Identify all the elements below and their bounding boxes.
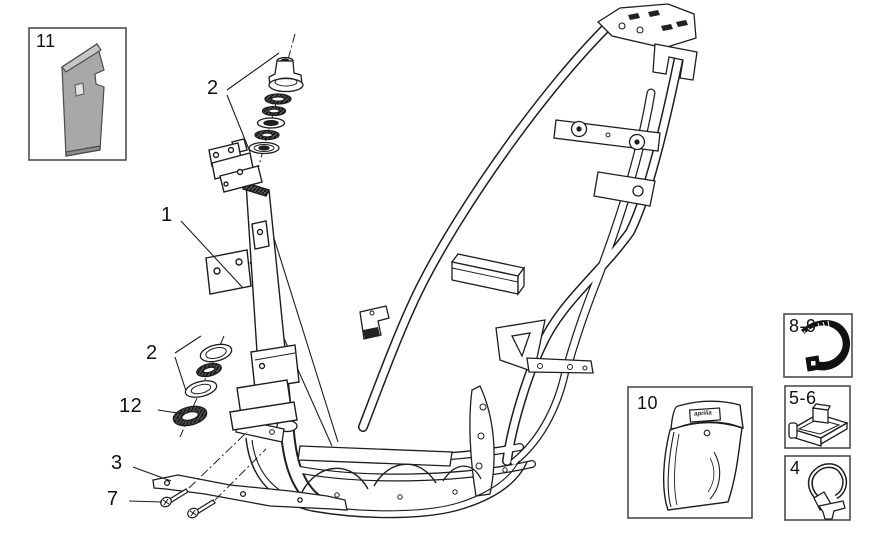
part-label-3[interactable]: 3 bbox=[111, 452, 123, 474]
floor-mat-artwork bbox=[61, 43, 105, 157]
part-label-5-6[interactable]: 5-6 bbox=[789, 388, 817, 408]
clamp-artwork bbox=[807, 463, 848, 520]
part-label-10[interactable]: 10 bbox=[637, 393, 659, 413]
part-label-1[interactable]: 1 bbox=[161, 204, 173, 226]
kit-bag-artwork bbox=[662, 400, 744, 511]
steering-stack-lower-artwork bbox=[172, 335, 233, 438]
part-label-4[interactable]: 4 bbox=[790, 458, 801, 478]
steering-column-artwork bbox=[205, 33, 300, 431]
screws-artwork bbox=[160, 431, 267, 519]
clip-artwork bbox=[788, 403, 849, 447]
steering-stack-upper-artwork bbox=[248, 56, 304, 155]
part-label-11[interactable]: 11 bbox=[36, 31, 56, 51]
part-label-8-9[interactable]: 8-9 bbox=[789, 316, 817, 336]
frame-artwork bbox=[235, 3, 698, 519]
part-label-7[interactable]: 7 bbox=[107, 488, 119, 510]
cable-tie-artwork bbox=[801, 320, 851, 372]
leader-lines bbox=[128, 52, 280, 503]
part-label-12[interactable]: 12 bbox=[119, 395, 143, 417]
part-label-2-lower[interactable]: 2 bbox=[146, 342, 158, 364]
part-label-2-upper[interactable]: 2 bbox=[207, 77, 219, 99]
bearing-ring-artwork bbox=[172, 405, 208, 427]
